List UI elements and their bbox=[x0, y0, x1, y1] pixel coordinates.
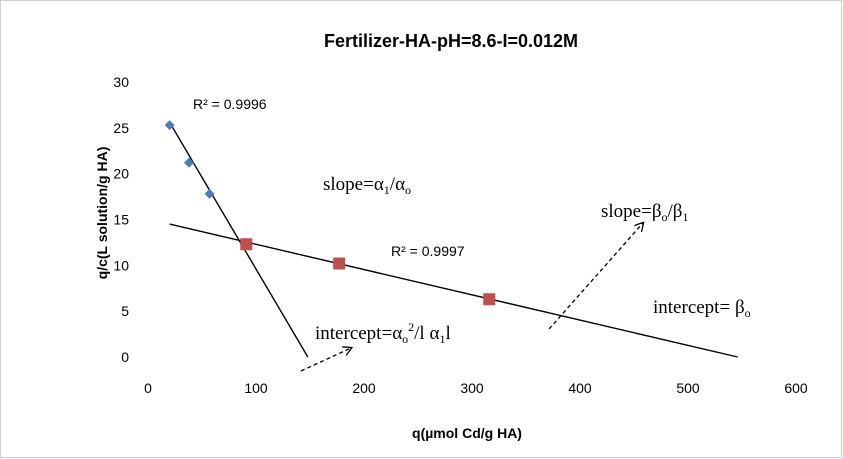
chart-title: Fertilizer-HA-pH=8.6-I=0.012M bbox=[324, 31, 578, 51]
x-tick-label: 600 bbox=[784, 380, 808, 396]
dashed-arrow-intercept bbox=[300, 348, 351, 372]
x-axis-label: q(µmol Cd/g HA) bbox=[412, 425, 522, 441]
data-markers bbox=[164, 120, 496, 306]
y-tick-label: 10 bbox=[113, 257, 129, 273]
dashed-arrow-slope bbox=[548, 223, 643, 330]
data-point-square bbox=[483, 293, 496, 306]
y-tick-label: 20 bbox=[113, 166, 129, 182]
x-tick-label: 400 bbox=[568, 380, 592, 396]
data-point-diamond bbox=[164, 120, 175, 131]
y-tick-label: 25 bbox=[113, 120, 129, 136]
y-tick-label: 15 bbox=[113, 212, 129, 228]
annotation-slope-beta: slope=βo/β1 bbox=[601, 201, 688, 224]
y-tick-label: 30 bbox=[113, 74, 129, 90]
x-tick-label: 100 bbox=[244, 380, 268, 396]
r2-label-shallow: R² = 0.9997 bbox=[391, 243, 465, 259]
r2-label-steep: R² = 0.9996 bbox=[193, 96, 267, 112]
annotation-intercept-alpha: intercept=αo2/l α1l bbox=[315, 320, 451, 346]
data-point-diamond bbox=[204, 188, 215, 199]
x-tick-label: 0 bbox=[144, 380, 152, 396]
y-tick-labels: 0 5 10 15 20 25 30 bbox=[113, 74, 129, 365]
y-axis-label: q/c(L solution/g HA) bbox=[94, 147, 110, 280]
trendlines bbox=[168, 121, 738, 358]
x-tick-labels: 0 100 200 300 400 500 600 bbox=[144, 380, 808, 396]
x-tick-label: 500 bbox=[676, 380, 700, 396]
annotation-slope-alpha: slope=α1/αo bbox=[323, 174, 411, 197]
x-tick-label: 300 bbox=[460, 380, 484, 396]
y-tick-label: 0 bbox=[121, 349, 129, 365]
data-point-square bbox=[333, 257, 346, 270]
data-point-diamond bbox=[184, 157, 195, 168]
annotation-intercept-beta: intercept= βo bbox=[653, 297, 751, 320]
trendline-2 bbox=[169, 223, 738, 358]
y-tick-label: 5 bbox=[121, 303, 129, 319]
data-point-square bbox=[240, 238, 253, 251]
x-tick-label: 200 bbox=[352, 380, 376, 396]
